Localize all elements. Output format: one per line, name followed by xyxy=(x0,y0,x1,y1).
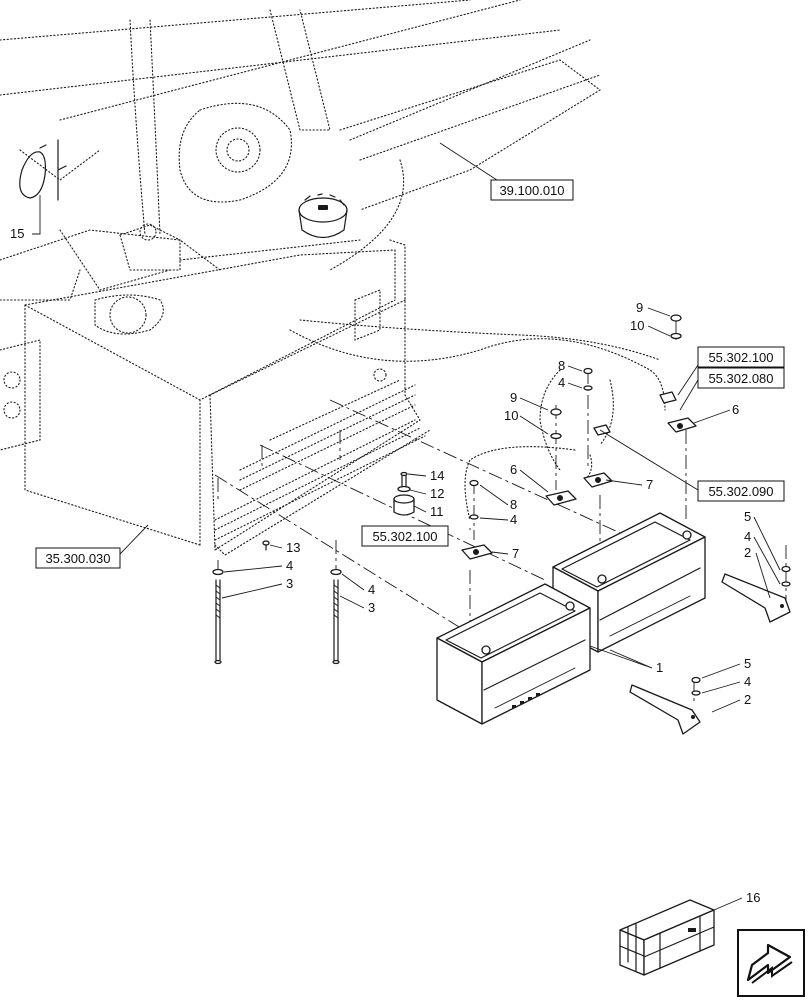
hold-down-clamp-lower xyxy=(629,684,701,735)
reference-label: 55.302.100 xyxy=(372,529,437,544)
callout-4: 4 xyxy=(744,674,751,689)
reference-55-302-100-lower[interactable]: 55.302.100 xyxy=(361,525,449,547)
reference-55-302-090[interactable]: 55.302.090 xyxy=(697,480,785,502)
callout-3: 3 xyxy=(368,600,375,615)
callout-16: 16 xyxy=(746,890,760,905)
callout-4: 4 xyxy=(744,529,751,544)
chassis-frame-drawing xyxy=(0,0,601,451)
battery-terminal-clamps xyxy=(461,391,697,560)
callout-10: 10 xyxy=(504,408,518,423)
callout-11: 11 xyxy=(430,504,444,519)
callout-8: 8 xyxy=(558,358,565,373)
callout-12: 12 xyxy=(430,486,444,501)
tank-housing-drawing xyxy=(24,193,666,556)
hold-down-clamp-upper xyxy=(721,573,791,623)
callout-leaders xyxy=(32,142,781,911)
callout-14: 14 xyxy=(430,468,444,483)
callout-9: 9 xyxy=(636,300,643,315)
callout-6: 6 xyxy=(732,402,739,417)
rod-bolt-right xyxy=(330,568,342,665)
screw-13 xyxy=(262,540,270,551)
callout-4: 4 xyxy=(510,512,517,527)
callout-2: 2 xyxy=(744,692,751,707)
callout-5: 5 xyxy=(744,509,751,524)
fasteners-upper xyxy=(469,314,791,696)
callout-4: 4 xyxy=(286,558,293,573)
next-page-arrow-icon[interactable] xyxy=(737,929,805,997)
callout-13: 13 xyxy=(286,540,300,555)
callout-5: 5 xyxy=(744,656,751,671)
callout-2: 2 xyxy=(744,545,751,560)
callout-10: 10 xyxy=(630,318,644,333)
reference-label: 55.302.100 xyxy=(708,350,773,365)
parts-kit-crate-icon xyxy=(619,899,715,976)
callout-9: 9 xyxy=(510,390,517,405)
reference-label: 55.302.090 xyxy=(708,484,773,499)
rubber-mount xyxy=(393,471,415,516)
callout-numbers: 15 9 10 8 4 9 10 6 6 7 14 12 11 8 4 7 13… xyxy=(10,226,760,905)
callout-4: 4 xyxy=(558,375,565,390)
reference-label: 55.302.080 xyxy=(708,371,773,386)
callout-4: 4 xyxy=(368,582,375,597)
callout-7: 7 xyxy=(512,546,519,561)
reference-label: 35.300.030 xyxy=(45,551,110,566)
callout-3: 3 xyxy=(286,576,293,591)
reference-39-100-010[interactable]: 39.100.010 xyxy=(490,179,574,201)
callout-8: 8 xyxy=(510,497,517,512)
callout-15: 15 xyxy=(10,226,24,241)
callout-1: 1 xyxy=(656,660,663,675)
battery-front xyxy=(436,583,591,725)
callout-6: 6 xyxy=(510,462,517,477)
reference-55-302-100-upper[interactable]: 55.302.100 xyxy=(697,346,785,368)
reference-35-300-030[interactable]: 35.300.030 xyxy=(35,547,121,569)
rod-bolt-left xyxy=(212,568,224,665)
reference-label: 39.100.010 xyxy=(499,183,564,198)
callout-7: 7 xyxy=(646,477,653,492)
reference-55-302-080[interactable]: 55.302.080 xyxy=(697,367,785,389)
